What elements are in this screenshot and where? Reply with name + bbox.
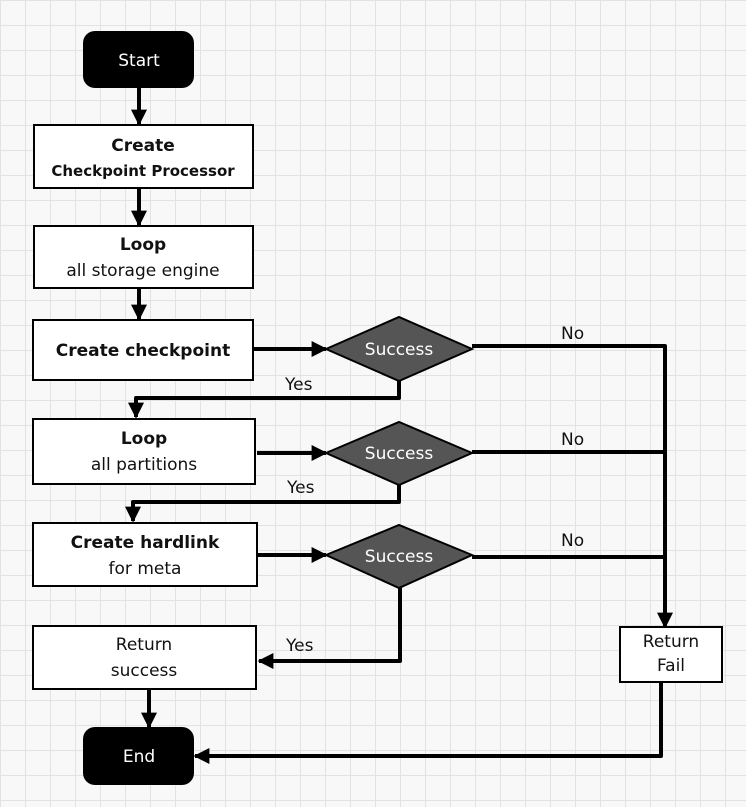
decision-1-label: Success — [365, 340, 434, 360]
create-checkpoint-label: Create checkpoint — [56, 341, 230, 361]
edge-label-yes-3: Yes — [285, 636, 314, 656]
decision-1: Success — [323, 315, 475, 383]
create-processor-label-2: Checkpoint Processor — [51, 162, 235, 180]
start-label: Start — [118, 51, 160, 71]
edge-decision-1-yes — [128, 379, 401, 419]
edge-label-no-3: No — [561, 531, 584, 551]
return-fail-label-1: Return — [643, 632, 699, 652]
create-hardlink-label-1: Create hardlink — [71, 533, 220, 553]
loop-engine-label-1: Loop — [120, 235, 166, 255]
create-processor-label-1: Create — [111, 136, 175, 156]
create-hardlink-label-2: for meta — [109, 559, 182, 579]
start-node: Start — [83, 31, 194, 88]
edge-decision-1-no — [472, 344, 673, 629]
edge-label-no-2: No — [561, 430, 584, 450]
decision-3: Success — [323, 523, 475, 590]
return-success-label-2: success — [111, 661, 178, 681]
decision-2-label: Success — [365, 444, 434, 464]
return-fail-node: Return Fail — [619, 626, 723, 683]
edge-decision-2-yes — [125, 484, 401, 523]
loop-engine-node: Loop all storage engine — [33, 225, 254, 289]
return-success-label-1: Return — [116, 635, 172, 655]
decision-2: Success — [323, 420, 475, 487]
edge-decision-3-yes — [257, 588, 402, 669]
edge-label-yes-1: Yes — [284, 375, 313, 395]
return-success-node: Return success — [32, 625, 257, 690]
loop-partitions-label-1: Loop — [121, 429, 167, 449]
loop-partitions-node: Loop all partitions — [32, 418, 256, 485]
edge-label-no-1: No — [561, 324, 584, 344]
create-checkpoint-node: Create checkpoint — [32, 319, 254, 381]
loop-partitions-label-2: all partitions — [91, 455, 197, 475]
end-node: End — [83, 727, 194, 785]
end-label: End — [123, 747, 155, 767]
create-processor-node: Create Checkpoint Processor — [33, 124, 254, 189]
decision-3-label: Success — [365, 547, 434, 567]
edge-label-yes-2: Yes — [286, 478, 315, 498]
create-hardlink-node: Create hardlink for meta — [32, 522, 258, 587]
edge-return-fail-to-end — [193, 682, 663, 764]
loop-engine-label-2: all storage engine — [66, 261, 219, 281]
return-fail-label-2: Fail — [657, 656, 685, 676]
